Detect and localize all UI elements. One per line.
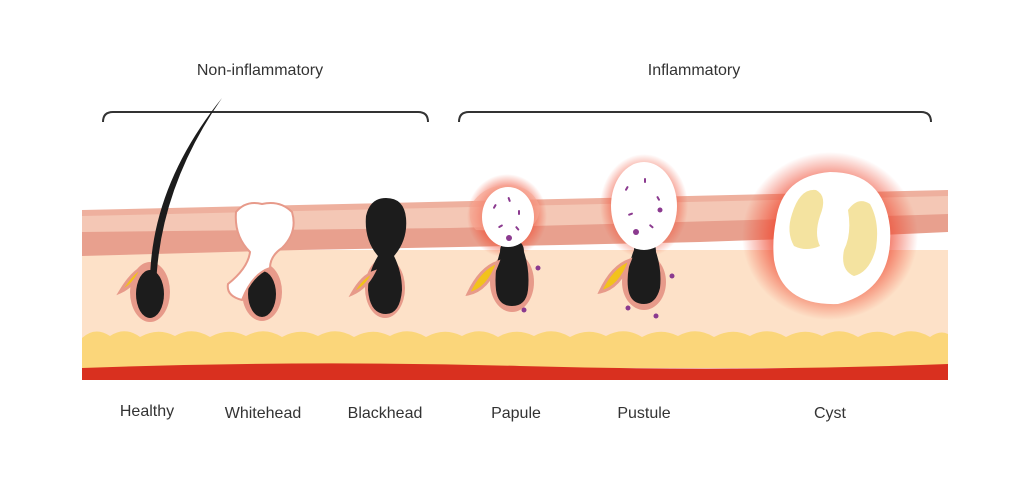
papule-label: Papule [491, 405, 541, 422]
inflammatory-bracket [458, 111, 932, 123]
blackhead-label: Blackhead [347, 405, 423, 422]
bacteria-icon [625, 178, 675, 319]
whitehead-label: Whitehead [224, 405, 302, 422]
cyst-label: Cyst [814, 405, 846, 422]
blackhead-follicle [348, 198, 407, 318]
bacteria-icon [493, 197, 541, 313]
pustule-follicle [597, 154, 688, 319]
non-inflammatory-label: Non-inflammatory [196, 62, 324, 79]
muscle-layer [82, 363, 948, 380]
pustule-label: Pustule [617, 405, 671, 422]
non-inflammatory-bracket [102, 111, 429, 123]
cyst-core [789, 189, 824, 249]
fat-layer [82, 331, 948, 368]
whitehead-follicle [226, 202, 295, 321]
inflammatory-label: Inflammatory [647, 62, 741, 79]
papule-follicle [465, 174, 547, 313]
healthy-follicle [116, 98, 222, 322]
cyst-lesion [742, 152, 918, 320]
healthy-label: Healthy [119, 403, 175, 420]
